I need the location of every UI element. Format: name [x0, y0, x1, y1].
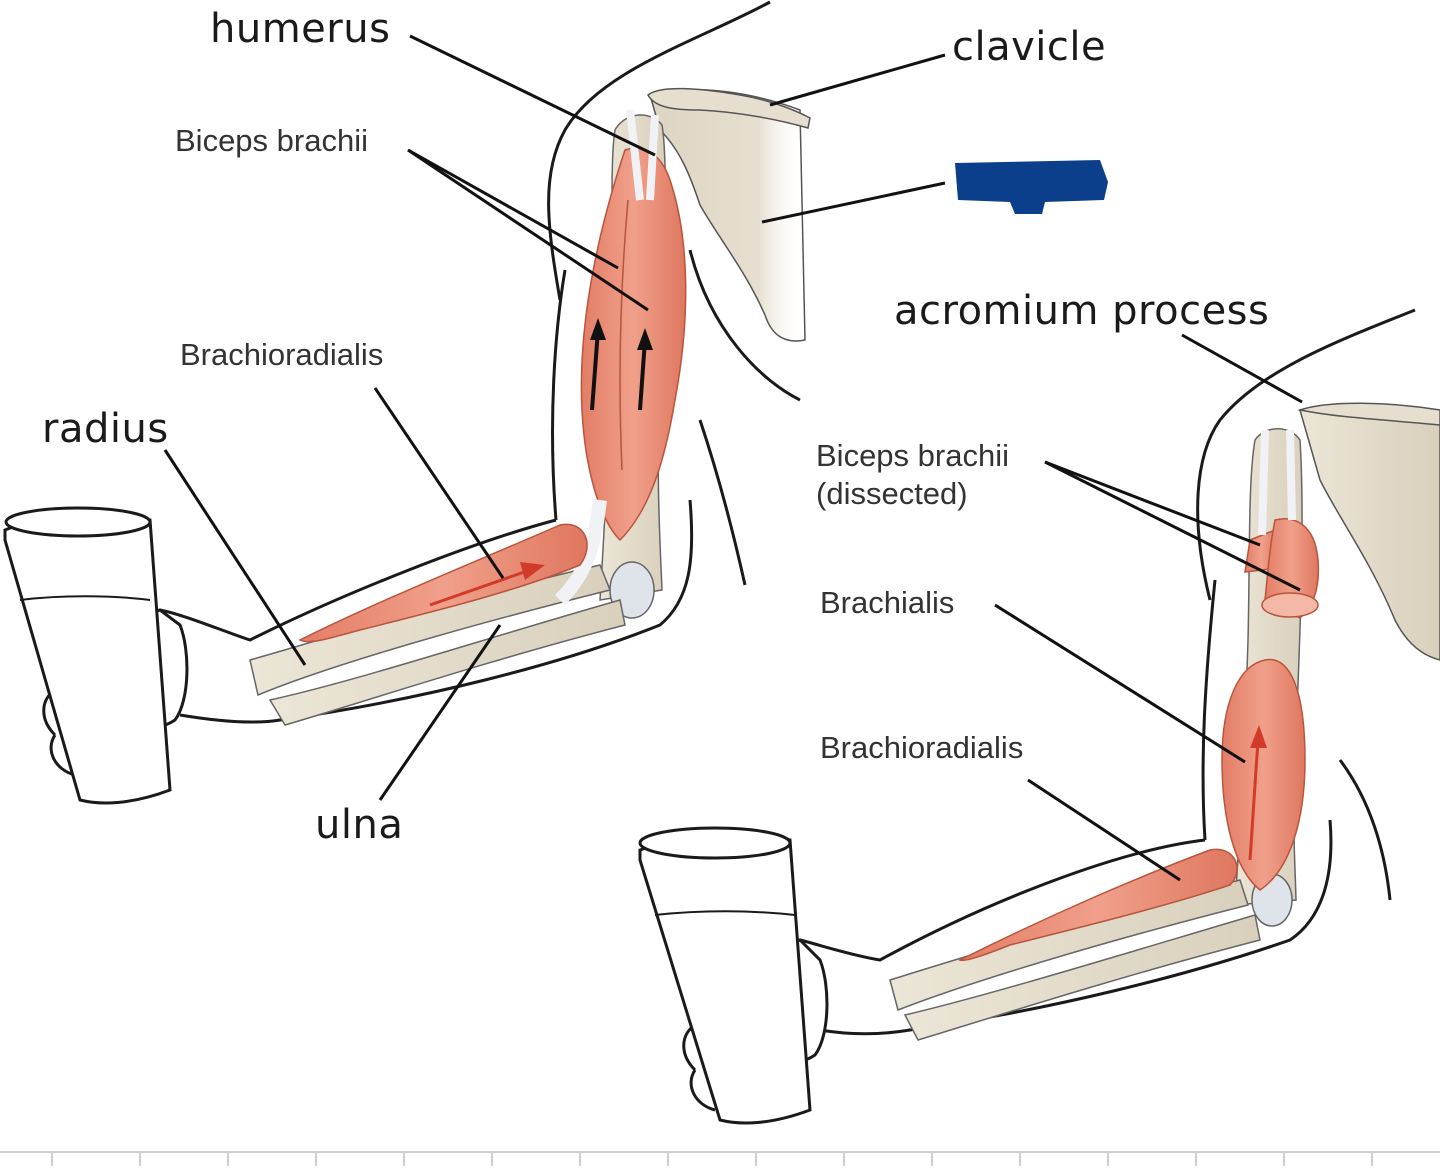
leader-acromium	[1181, 333, 1303, 404]
right-upper-arm-outline	[1201, 579, 1217, 841]
right-scapula	[1299, 403, 1440, 661]
left-arm	[3, 0, 811, 805]
right-arm	[638, 308, 1440, 1125]
right-back-outline	[1338, 759, 1392, 901]
left-clavicle-bone	[647, 87, 811, 129]
bottom-ruler	[0, 1151, 1440, 1166]
label-acromium: acromium process	[894, 288, 1270, 334]
left-biceps-muscle	[580, 147, 687, 542]
label-clavicle: clavicle	[952, 24, 1107, 70]
left-ulna-bone	[268, 599, 626, 726]
leader-humerus	[409, 34, 656, 157]
label-humerus: humerus	[210, 6, 391, 52]
leader-biceps-right-a	[1044, 460, 1261, 547]
leader-clavicle	[769, 53, 946, 107]
left-scapula	[649, 88, 806, 342]
left-elbow-outline	[179, 499, 694, 724]
label-biceps-left: Biceps brachii	[175, 123, 368, 158]
left-biceps-tendon-top	[626, 109, 659, 201]
left-glass	[3, 513, 172, 805]
label-biceps-right-line1: Biceps brachii	[816, 438, 1009, 473]
right-brachioradialis-muscle	[958, 848, 1238, 962]
right-clavicle-bone	[1297, 402, 1440, 426]
left-biceps-arrow-1	[590, 329, 600, 411]
leader-biceps-left-b	[407, 148, 649, 312]
left-upper-arm-outline	[551, 269, 567, 521]
leader-lines	[163, 34, 1303, 882]
left-forearm-outline-top	[159, 518, 557, 642]
leader-brachioradialis-left	[373, 387, 505, 579]
label-ulna: ulna	[315, 802, 404, 848]
right-brachialis-muscle	[1221, 658, 1306, 891]
left-brachioradialis-arrow	[429, 568, 531, 607]
label-brachialis: Brachialis	[820, 585, 955, 620]
leader-biceps-right-b	[1044, 460, 1301, 592]
left-biceps-arrow-2	[638, 339, 647, 411]
left-shoulder-outline	[547, 0, 771, 301]
label-radius: radius	[42, 406, 169, 452]
leader-redacted	[761, 181, 946, 224]
left-brachioradialis-muscle	[298, 523, 588, 643]
left-back-outline	[698, 419, 747, 586]
label-biceps-right: Biceps brachii (dissected)	[816, 437, 1009, 513]
right-brachialis-arrow	[1248, 739, 1260, 861]
left-biceps-division	[619, 199, 629, 471]
right-elbow-outline	[819, 819, 1333, 1036]
right-glass	[638, 833, 812, 1125]
leader-brachialis	[994, 603, 1246, 764]
right-ulna-bone	[903, 914, 1261, 1041]
right-biceps-dissected-2	[1264, 518, 1320, 619]
right-shoulder-outline	[1196, 308, 1416, 601]
left-biceps-tendon-bottom	[554, 499, 607, 605]
leader-ulna	[378, 624, 502, 801]
label-brachioradialis-left: Brachioradialis	[180, 337, 384, 372]
label-brachioradialis-right: Brachioradialis	[820, 730, 1024, 765]
left-torso-outline	[688, 249, 801, 402]
redaction-mark	[955, 160, 1108, 214]
leader-biceps-left-a	[407, 148, 619, 270]
leader-radius	[163, 449, 307, 666]
label-biceps-right-line2: (dissected)	[816, 476, 968, 511]
leader-brachioradialis-right	[1027, 778, 1181, 882]
